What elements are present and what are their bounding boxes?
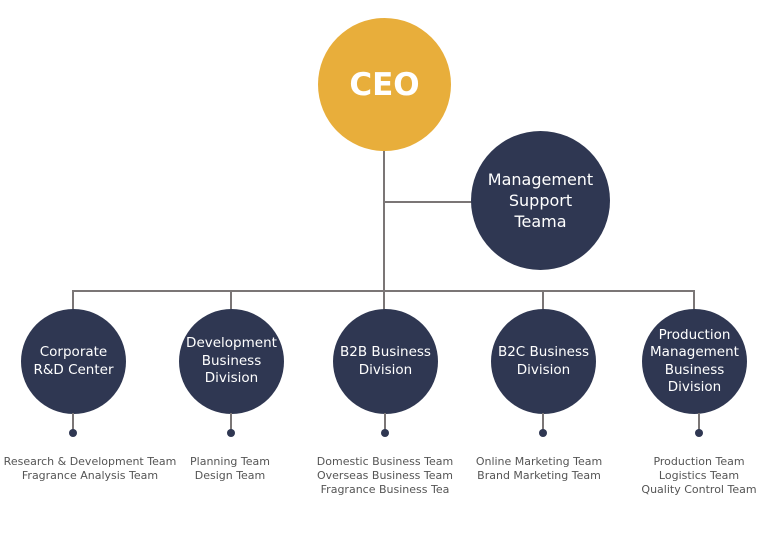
management-support-node: Management Support Teama	[471, 131, 610, 270]
team-bullet-dot	[69, 429, 77, 437]
division-drop-line-1	[72, 290, 74, 310]
team-item: Domestic Business Team	[316, 455, 454, 468]
division-label: B2C Business Division	[497, 344, 590, 378]
team-item: Quality Control Team	[641, 483, 757, 496]
division-node-development: Development Business Division	[179, 309, 284, 414]
division-label: B2B Business Division	[340, 344, 431, 378]
team-stem-line-4	[542, 413, 544, 431]
team-item: Production Team	[653, 455, 745, 468]
team-stem-line-3	[384, 413, 386, 431]
team-bullet-dot	[695, 429, 703, 437]
team-item: Fragrance Business Tea	[320, 483, 450, 496]
team-stem-line-2	[230, 413, 232, 431]
team-list-corporate-rd: Research & Development Team Fragrance An…	[0, 455, 185, 483]
team-item: Design Team	[194, 469, 266, 482]
team-list-b2c: Online Marketing Team Brand Marketing Te…	[444, 455, 634, 483]
team-bullet-dot	[227, 429, 235, 437]
ceo-node: CEO	[318, 18, 451, 151]
team-list-development: Planning Team Design Team	[135, 455, 325, 483]
division-label: Corporate R&D Center	[33, 344, 114, 378]
division-label: Development Business Division	[186, 335, 277, 387]
division-node-production: Production Management Business Division	[642, 309, 747, 414]
team-item: Fragrance Analysis Team	[21, 469, 159, 482]
team-stem-line-5	[698, 413, 700, 431]
team-bullet-dot	[381, 429, 389, 437]
management-branch-line	[384, 201, 472, 203]
division-node-corporate-rd: Corporate R&D Center	[21, 309, 126, 414]
team-list-production: Production Team Logistics Team Quality C…	[604, 455, 768, 497]
team-item: Overseas Business Team	[316, 469, 453, 482]
division-drop-line-4	[542, 290, 544, 310]
team-item: Online Marketing Team	[475, 455, 603, 468]
team-bullet-dot	[539, 429, 547, 437]
team-list-b2b: Domestic Business Team Overseas Business…	[290, 455, 480, 497]
division-node-b2c: B2C Business Division	[491, 309, 596, 414]
management-support-label: Management Support Teama	[487, 170, 594, 231]
team-item: Logistics Team	[658, 469, 740, 482]
division-label: Production Management Business Division	[650, 326, 739, 396]
division-bus-line	[72, 290, 695, 292]
division-drop-line-5	[693, 290, 695, 310]
ceo-trunk-line	[383, 150, 385, 310]
division-node-b2b: B2B Business Division	[333, 309, 438, 414]
team-item: Planning Team	[190, 455, 270, 468]
team-item: Brand Marketing Team	[477, 469, 601, 482]
ceo-label: CEO	[349, 66, 420, 103]
team-item: Research & Development Team	[3, 455, 177, 468]
team-stem-line-1	[72, 413, 74, 431]
division-drop-line-2	[230, 290, 232, 310]
